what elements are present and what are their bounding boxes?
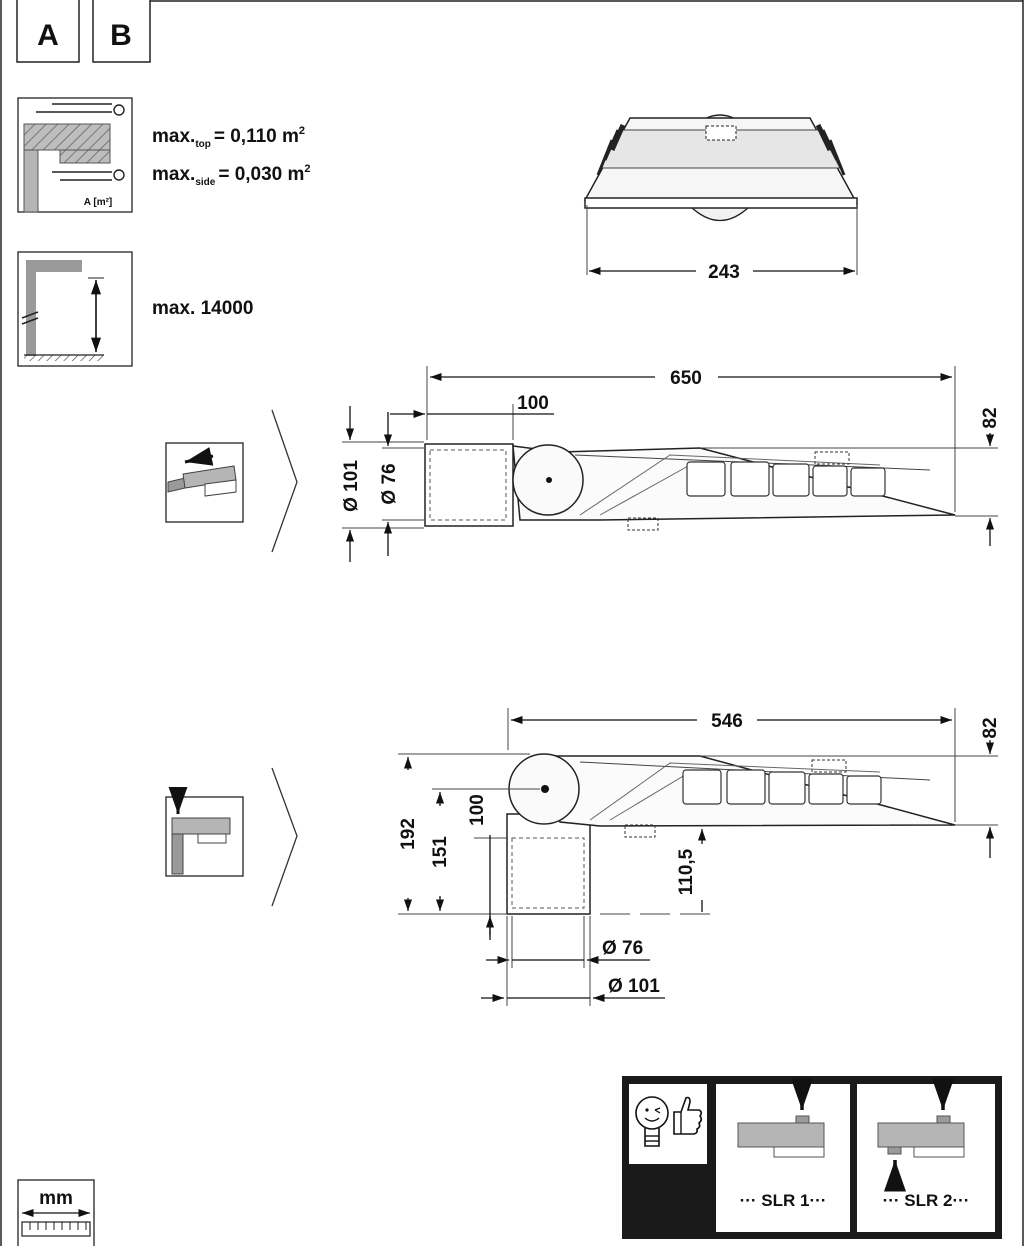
post-top-icon [165, 787, 244, 877]
side-entry-chevron [271, 409, 298, 553]
tab-a-label: A [37, 19, 59, 52]
luminaire-front-view [583, 114, 858, 275]
dim-post-length: 546 [711, 711, 743, 732]
dim-inner-diameter-side: Ø 76 [379, 412, 424, 556]
mounting-height-label: max. 14000 [152, 298, 253, 319]
slr1-label: ··· SLR 1··· [740, 1191, 827, 1210]
dim-spigot-height-151: 151 [430, 788, 540, 911]
dim-side-length: 650 [670, 368, 702, 389]
slr2-diagram [877, 1078, 965, 1192]
dim-front-width: 243 [708, 262, 740, 283]
dim-inner-diameter-post: Ø 76 [486, 916, 650, 968]
wind-top-value: = 0,110 m [214, 126, 299, 147]
dim-height-82-side: 82 [700, 407, 1001, 546]
wind-side-value: = 0,030 m [218, 164, 304, 185]
dim-post-insert-depth: 100 [467, 794, 488, 826]
slr2-label: ··· SLR 2··· [883, 1191, 970, 1210]
units-label: mm [39, 1188, 73, 1209]
dim-post-inner-diameter: Ø 76 [602, 938, 643, 959]
post-top-chevron [271, 767, 298, 907]
dim-width-243: 243 [589, 262, 855, 283]
tab-b: B [92, 0, 151, 63]
dim-total-height-192: 192 [398, 753, 530, 915]
sensor-options-panel: ··· SLR 1··· ··· SLR 2··· [622, 1076, 1002, 1239]
dim-post-total-height: 192 [398, 818, 419, 850]
dim-spigot-100: 100 [390, 393, 554, 440]
dim-post-outer-diameter: Ø 101 [608, 976, 660, 997]
side-entry-icon [165, 442, 244, 523]
wind-top-exp: 2 [299, 125, 305, 137]
dim-outer-diameter-post: Ø 101 [481, 916, 665, 1006]
dim-post-spigot-height: 151 [430, 836, 451, 868]
dim-length-650: 650 [426, 366, 956, 512]
wind-top-prefix: max. [152, 126, 195, 147]
tab-b-label: B [110, 19, 132, 52]
luminaire-side-entry [424, 443, 956, 531]
wind-icon-caption: A [m²] [84, 197, 113, 208]
dim-side-outer-diameter: Ø 101 [341, 460, 362, 512]
wind-area-top-spec: max.top= 0,110 m2 [152, 125, 305, 150]
wind-side-exp: 2 [304, 163, 310, 175]
dim-housing-height-110-5: 110,5 [600, 829, 712, 915]
wind-top-sub: top [195, 139, 211, 150]
wind-area-icon: A [m²] [17, 97, 133, 213]
lightbulb-thumbs-up-icon [635, 1096, 703, 1147]
dim-post-height: 82 [980, 717, 1001, 738]
dim-height-82-post: 82 [700, 717, 1001, 858]
wind-side-prefix: max. [152, 164, 195, 185]
wind-area-side-spec: max.side= 0,030 m2 [152, 163, 311, 188]
units-mm-icon: mm [17, 1179, 95, 1246]
dim-post-housing-height: 110,5 [676, 848, 697, 895]
dim-outer-diameter-side: Ø 101 [341, 406, 424, 562]
dim-insert-depth-100: 100 [467, 794, 508, 940]
wind-side-sub: side [195, 177, 215, 188]
luminaire-post-top [506, 753, 956, 915]
dim-side-height: 82 [980, 407, 1001, 428]
svg-text:max.side= 0,030 m2: max.side= 0,030 m2 [152, 163, 311, 188]
dim-length-546: 546 [507, 708, 956, 822]
tab-a: A [16, 0, 80, 63]
dim-side-spigot: 100 [517, 393, 549, 414]
mounting-height-icon [17, 251, 133, 367]
slr1-diagram [737, 1078, 825, 1158]
dim-side-inner-diameter: Ø 76 [379, 463, 400, 504]
svg-text:max.top= 0,110 m2: max.top= 0,110 m2 [152, 125, 305, 150]
